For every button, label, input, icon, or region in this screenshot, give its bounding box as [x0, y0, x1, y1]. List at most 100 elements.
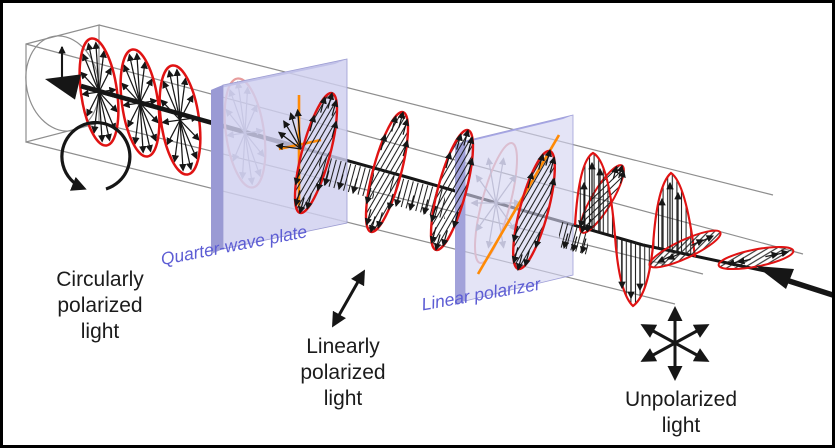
- qwp-left-edge: [211, 85, 223, 254]
- field-arrow: [98, 91, 118, 113]
- field-arrow: [444, 151, 453, 169]
- field-arrow: [467, 157, 475, 175]
- linear-light-label: polarized: [300, 361, 385, 384]
- field-arrow: [376, 212, 384, 229]
- field-arrow: [98, 91, 106, 143]
- vertical-petal: [613, 235, 655, 308]
- field-arrow-overlays: [293, 92, 790, 300]
- qwp-face: [222, 58, 348, 250]
- diagram-canvas: Circularly polarized light Linearly pola…: [25, 24, 832, 437]
- field-arrow: [323, 170, 331, 187]
- field-arrow: [433, 234, 442, 251]
- field-arrow: [667, 252, 681, 260]
- field-arrow: [166, 119, 181, 146]
- field-arrow: [451, 211, 460, 229]
- qwp-exit-field-fan: [275, 108, 302, 151]
- field-arrow: [179, 119, 194, 171]
- field-arrow: [179, 119, 198, 160]
- field-arrow: [82, 53, 100, 93]
- field-arrow: [139, 102, 159, 124]
- field-arrow: [139, 102, 153, 153]
- field-arrow: [511, 247, 520, 264]
- field-arrow: [98, 67, 112, 93]
- circular-rotation-icon: [60, 120, 132, 191]
- field-arrow: [618, 169, 626, 184]
- field-arrow: [294, 108, 302, 150]
- circular-light-label: Circularly: [56, 268, 144, 291]
- incoming-shaft: [785, 277, 832, 298]
- rotation-arrow: [60, 120, 132, 191]
- field-arrow: [401, 118, 410, 135]
- field-arrow: [297, 197, 306, 214]
- star-arrow-diagonal: [640, 324, 710, 362]
- field-arrow: [133, 52, 141, 104]
- field-arrow: [86, 42, 100, 93]
- field-arrow: [368, 216, 377, 233]
- field-arrow: [161, 117, 181, 126]
- field-arrow: [331, 120, 339, 138]
- field-arrow: [293, 190, 302, 207]
- field-arrow: [127, 102, 141, 128]
- field-arrow: [326, 92, 335, 109]
- unpolarized-star-icon: [640, 306, 710, 381]
- field-arrow: [578, 214, 586, 229]
- box-edge-top-back: [98, 24, 774, 196]
- unpolarized-light-label: Unpolarized: [625, 388, 737, 411]
- vertical-petal: [573, 151, 617, 237]
- field-arrow: [402, 139, 410, 157]
- field-arrow: [123, 64, 141, 104]
- field-arrow: [315, 174, 324, 192]
- field-arrow: [775, 249, 790, 257]
- vertical-petal: [651, 171, 697, 258]
- field-arrow: [585, 218, 593, 233]
- field-arrow: [466, 136, 475, 153]
- field-arrow: [379, 133, 388, 151]
- incoming-arrowhead: [756, 266, 794, 289]
- field-arrow: [571, 236, 579, 253]
- wave-axis-band: [390, 175, 445, 219]
- field-arrow: [171, 119, 181, 163]
- wireframe-box: [25, 24, 804, 305]
- field-arrow: [736, 257, 751, 265]
- field-arrow: [305, 193, 313, 210]
- circular-polarization-section: [80, 41, 200, 172]
- field-arrow: [511, 225, 519, 243]
- field-arrow: [364, 209, 373, 226]
- field-arrow: [98, 91, 112, 142]
- field-arrow: [179, 119, 200, 141]
- field-arrow: [364, 187, 372, 205]
- field-arrow: [441, 230, 449, 247]
- field-arrow: [277, 131, 302, 150]
- field-arrow: [533, 231, 542, 249]
- field-arrow: [611, 165, 619, 180]
- field-arrow: [139, 61, 148, 104]
- field-arrow: [139, 102, 157, 142]
- field-arrow: [337, 174, 345, 191]
- field-arrow: [288, 112, 302, 150]
- field-arrow: [319, 96, 327, 113]
- field-arrow: [580, 238, 588, 255]
- field-arrow: [390, 115, 398, 132]
- field-arrow: [308, 114, 317, 132]
- box-edge-bottom-front: [25, 141, 676, 305]
- field-arrow: [422, 199, 430, 216]
- field-arrow: [523, 250, 531, 267]
- field-arrow: [700, 235, 714, 243]
- field-arrow: [562, 233, 570, 250]
- field-arrow: [429, 205, 437, 223]
- field-arrow: [394, 191, 402, 208]
- field-arrow: [178, 119, 187, 172]
- circular-light-label: light: [81, 320, 120, 343]
- field-arrow: [548, 156, 557, 173]
- field-arrow: [86, 91, 100, 117]
- wave-axis-band: [319, 155, 374, 199]
- field-arrow: [139, 102, 147, 154]
- field-arrow: [293, 168, 301, 186]
- linear-light-label: Linearly: [306, 335, 380, 358]
- field-arrow: [127, 53, 141, 104]
- vertical-petal-fill: [653, 173, 695, 257]
- circular-ellipse: [78, 37, 120, 147]
- field-arrow: [544, 149, 553, 166]
- field-arrow: [283, 120, 302, 150]
- field-arrow: [139, 78, 153, 104]
